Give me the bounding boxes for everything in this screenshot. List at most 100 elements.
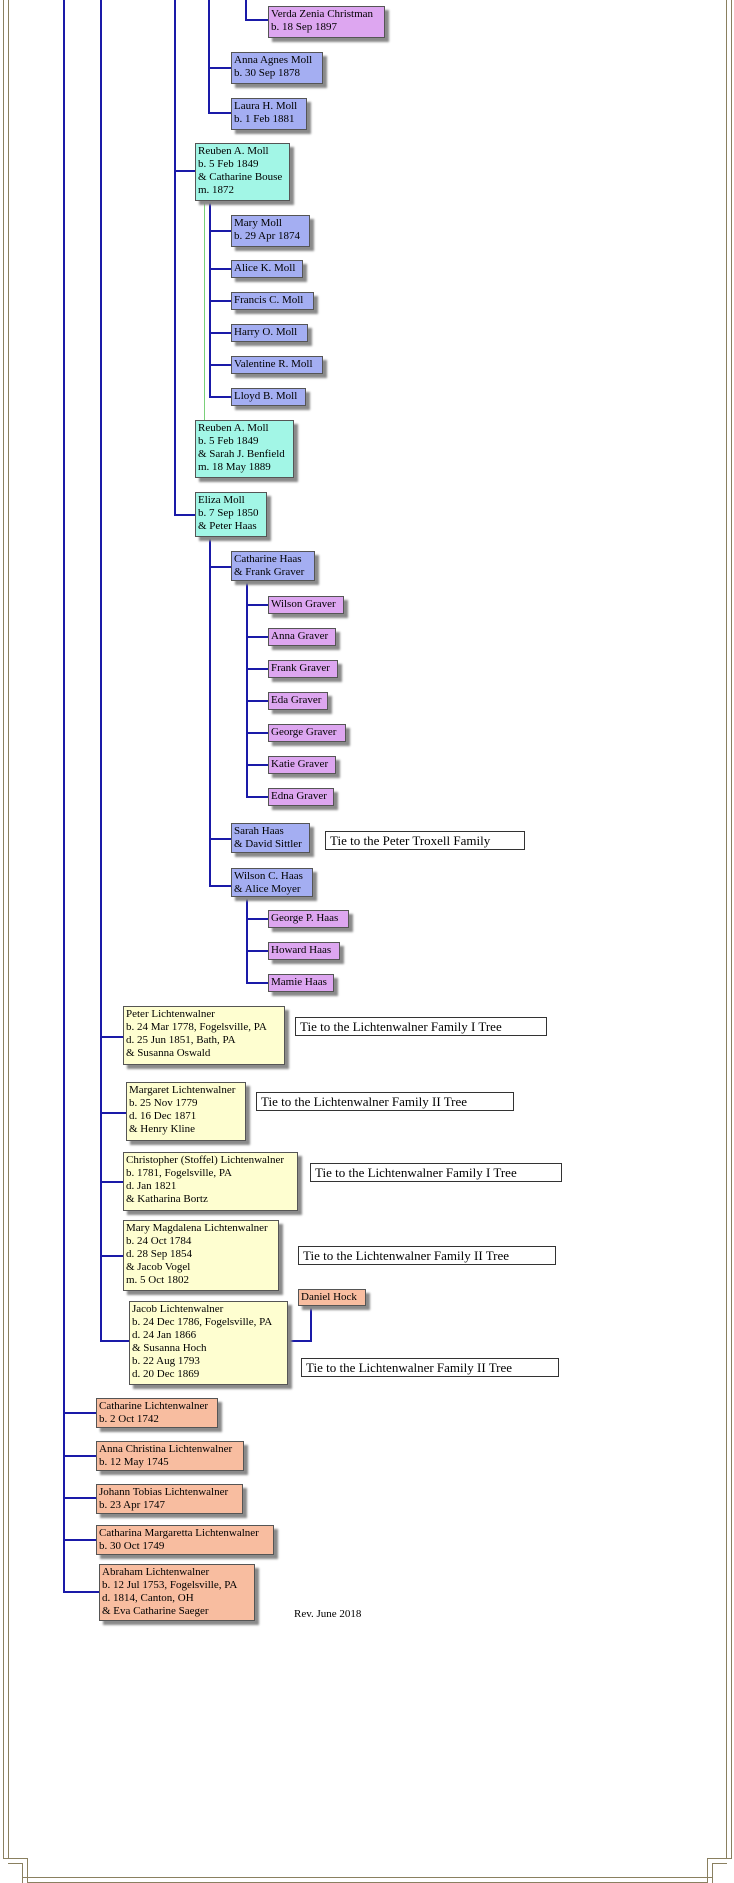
person-spouse: & David Sittler bbox=[234, 838, 302, 850]
connector bbox=[208, 67, 232, 69]
frame-right-inner bbox=[726, 0, 727, 1858]
frame-br-v1 bbox=[707, 1858, 708, 1883]
frame-bottom-inner bbox=[22, 1877, 713, 1878]
person-mary-magdalena-lichtenwalner: Mary Magdalena Lichtenwalner b. 24 Oct 1… bbox=[123, 1220, 279, 1291]
person-name: Christopher (Stoffel) Lichtenwalner bbox=[126, 1154, 285, 1166]
person-detail: b. 12 May 1745 bbox=[99, 1456, 169, 1468]
connector bbox=[174, 0, 176, 516]
connector bbox=[246, 982, 269, 984]
connector bbox=[246, 764, 269, 766]
tie-link-margaret-lichtenwalner[interactable]: Tie to the Lichtenwalner Family II Tree bbox=[256, 1092, 514, 1111]
connector bbox=[100, 1340, 130, 1342]
person-detail: b. 18 Sep 1897 bbox=[271, 21, 337, 33]
person-wilson-graver: Wilson Graver bbox=[268, 596, 344, 614]
person-name: Catharine Lichtenwalner bbox=[99, 1400, 209, 1412]
connector bbox=[63, 1412, 97, 1414]
person-sarah-haas: Sarah Haas & David Sittler bbox=[231, 823, 310, 853]
connector bbox=[100, 1255, 124, 1257]
person-name: Katie Graver bbox=[271, 758, 329, 770]
revision-date: Rev. June 2018 bbox=[294, 1608, 362, 1620]
person-name: Mary Moll bbox=[234, 217, 282, 229]
person-name: Mamie Haas bbox=[271, 976, 327, 988]
connector bbox=[63, 1497, 97, 1499]
frame-bl-h1 bbox=[3, 1858, 27, 1859]
frame-br-h2 bbox=[712, 1863, 727, 1864]
person-mamie-haas: Mamie Haas bbox=[268, 974, 334, 992]
tie-link-mary-magdalena-lichtenwalner[interactable]: Tie to the Lichtenwalner Family II Tree bbox=[298, 1246, 556, 1265]
person-name: George P. Haas bbox=[271, 912, 339, 924]
person-catharine-lichtenwalner: Catharine Lichtenwalner b. 2 Oct 1742 bbox=[96, 1398, 218, 1428]
frame-br-v2 bbox=[712, 1863, 713, 1883]
person-detail: b. 2 Oct 1742 bbox=[99, 1413, 159, 1425]
connector bbox=[209, 268, 232, 270]
person-detail: b. 12 Jul 1753, Fogelsville, PA bbox=[102, 1579, 238, 1591]
person-wilson-haas: Wilson C. Haas & Alice Moyer bbox=[231, 868, 313, 897]
person-name: Lloyd B. Moll bbox=[234, 390, 298, 402]
person-detail: b. 1 Feb 1881 bbox=[234, 113, 295, 125]
person-detail: d. Jan 1821 bbox=[126, 1180, 177, 1192]
connector bbox=[209, 885, 232, 887]
person-spouse: & Eva Catharine Saeger bbox=[102, 1605, 209, 1617]
connector bbox=[246, 636, 269, 638]
person-verda-christman: Verda Zenia Christman b. 18 Sep 1897 bbox=[268, 6, 385, 38]
person-name: Wilson C. Haas bbox=[234, 870, 303, 882]
connector bbox=[245, 0, 247, 20]
tie-link-troxell[interactable]: Tie to the Peter Troxell Family bbox=[325, 831, 525, 850]
person-spouse: & Susanna Hoch bbox=[132, 1342, 207, 1354]
person-name: Mary Magdalena Lichtenwalner bbox=[126, 1222, 268, 1234]
person-name: Johann Tobias Lichtenwalner bbox=[99, 1486, 229, 1498]
person-spouse: & Sarah J. Benfield bbox=[198, 448, 285, 460]
person-name: George Graver bbox=[271, 726, 337, 738]
tie-link-peter-lichtenwalner[interactable]: Tie to the Lichtenwalner Family I Tree bbox=[295, 1017, 547, 1036]
person-spouse: & Susanna Oswald bbox=[126, 1047, 211, 1059]
frame-bl-h2 bbox=[8, 1863, 22, 1864]
person-name: Harry O. Moll bbox=[234, 326, 298, 338]
person-detail: b. 29 Apr 1874 bbox=[234, 230, 300, 242]
connector bbox=[209, 201, 211, 398]
person-name: Anna Christina Lichtenwalner bbox=[99, 1443, 233, 1455]
frame-right-outer bbox=[731, 0, 732, 1858]
person-name: Laura H. Moll bbox=[234, 100, 298, 112]
person-katie-graver: Katie Graver bbox=[268, 756, 336, 774]
frame-bl-v2 bbox=[22, 1863, 23, 1883]
connector bbox=[209, 566, 232, 568]
person-johann-tobias-lichtenwalner: Johann Tobias Lichtenwalner b. 23 Apr 17… bbox=[96, 1484, 243, 1514]
person-spouse: & Frank Graver bbox=[234, 566, 305, 578]
person-detail: d. 20 Dec 1869 bbox=[132, 1368, 200, 1380]
person-name: Eliza Moll bbox=[198, 494, 245, 506]
person-francis-moll: Francis C. Moll bbox=[231, 292, 314, 310]
person-detail: b. 30 Sep 1878 bbox=[234, 67, 300, 79]
person-valentine-moll: Valentine R. Moll bbox=[231, 356, 323, 374]
person-detail: b. 5 Feb 1849 bbox=[198, 158, 259, 170]
person-harry-moll: Harry O. Moll bbox=[231, 324, 308, 342]
person-name: Catharine Haas bbox=[234, 553, 302, 565]
person-detail: b. 30 Oct 1749 bbox=[99, 1540, 165, 1552]
frame-bl-v1 bbox=[27, 1858, 28, 1883]
person-detail: d. 16 Dec 1871 bbox=[129, 1110, 197, 1122]
connector bbox=[246, 732, 269, 734]
person-detail: b. 22 Aug 1793 bbox=[132, 1355, 200, 1367]
person-detail: d. 24 Jan 1866 bbox=[132, 1329, 197, 1341]
person-eliza-moll: Eliza Moll b. 7 Sep 1850 & Peter Haas bbox=[195, 492, 267, 537]
person-spouse: & Henry Kline bbox=[129, 1123, 195, 1135]
person-detail: b. 7 Sep 1850 bbox=[198, 507, 259, 519]
tie-link-christopher-lichtenwalner[interactable]: Tie to the Lichtenwalner Family I Tree bbox=[310, 1163, 562, 1182]
person-catharina-margaretta-lichtenwalner: Catharina Margaretta Lichtenwalner b. 30… bbox=[96, 1525, 274, 1555]
connector bbox=[246, 950, 269, 952]
person-detail: d. 28 Sep 1854 bbox=[126, 1248, 192, 1260]
person-spouse: & Peter Haas bbox=[198, 520, 257, 532]
connector bbox=[63, 0, 65, 1593]
connector bbox=[310, 1302, 312, 1342]
person-reuben-moll-1: Reuben A. Moll b. 5 Feb 1849 & Catharine… bbox=[195, 143, 290, 201]
person-name: Catharina Margaretta Lichtenwalner bbox=[99, 1527, 259, 1539]
person-detail: b. 23 Apr 1747 bbox=[99, 1499, 165, 1511]
connector bbox=[246, 896, 248, 984]
person-name: Howard Haas bbox=[271, 944, 332, 956]
tie-link-jacob-lichtenwalner[interactable]: Tie to the Lichtenwalner Family II Tree bbox=[301, 1358, 559, 1377]
connector bbox=[100, 0, 102, 1342]
person-frank-graver: Frank Graver bbox=[268, 660, 338, 678]
person-george-graver: George Graver bbox=[268, 724, 346, 742]
person-margaret-lichtenwalner: Margaret Lichtenwalner b. 25 Nov 1779 d.… bbox=[126, 1082, 246, 1141]
connector bbox=[100, 1181, 124, 1183]
connector bbox=[209, 300, 232, 302]
